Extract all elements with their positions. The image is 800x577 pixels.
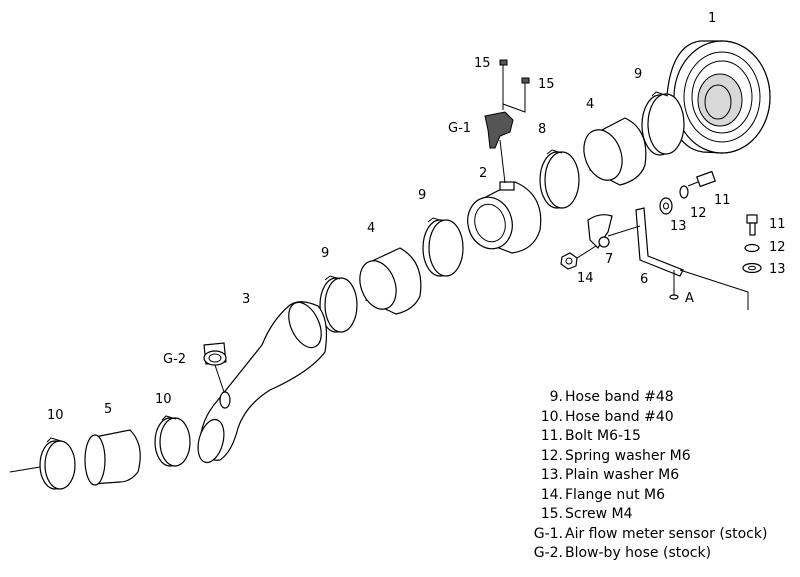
hose-band-8 [539,149,580,209]
callout-4-lower: 4 [367,221,375,236]
hose-band-10-left [9,437,76,490]
legend-row: G-2.Blow-by hose (stock) [528,544,796,564]
callout-12-lower: 12 [769,240,786,255]
legend-row: 9.Hose band #48 [528,388,796,408]
callout-15-a: 15 [474,56,491,71]
blow-by-hose-g2 [203,342,227,393]
legend-part-description: Hose band #48 [565,389,674,405]
legend-part-description: Flange nut M6 [565,486,666,503]
callout-1: 1 [708,11,716,26]
bolt-11-upper [687,170,716,188]
callout-10-left: 10 [47,408,64,423]
spring-washer-12-lower [744,243,760,253]
callout-g2: G-2 [163,352,186,367]
legend-part-number: 10. [540,408,563,425]
airflow-sensor-g1 [484,70,526,184]
callout-6: 6 [640,272,648,287]
plain-washer-13-upper [659,197,673,215]
legend-row: 10.Hose band #40 [528,408,796,428]
legend-row: 15.Screw M4 [528,505,796,525]
legend-part-number: 13. [540,467,563,483]
callout-15-b: 15 [538,77,555,92]
legend-part-description: Hose band #40 [565,408,674,425]
legend-part-description: Plain washer M6 [565,467,680,483]
legend-row: 14.Flange nut M6 [528,486,796,506]
callout-a: A [685,291,694,306]
legend-part-description: Screw M4 [565,506,633,522]
legend-part-description: Spring washer M6 [565,447,691,464]
hose-band-9-middle [422,217,464,277]
legend-part-description: Air flow meter sensor (stock) [565,525,768,542]
meter-body-2 [467,181,542,254]
hose-band-9-top [641,91,685,156]
legend-part-description: Bolt M6-15 [565,428,641,444]
callout-9-middle: 9 [418,188,426,203]
legend-part-number: 9. [549,389,563,405]
callout-10-right: 10 [155,392,172,407]
bracket-6 [635,207,749,310]
callout-2: 2 [479,166,487,181]
sleeve-4-lower [359,247,422,315]
callout-4-upper: 4 [586,97,594,112]
callout-5: 5 [104,402,112,417]
hose-band-9-lower [319,275,358,333]
callout-13-lower: 13 [769,262,786,277]
legend-part-number: G-2. [533,545,563,561]
legend-part-number: 15. [540,506,563,522]
flange-nut-14 [560,245,597,270]
spring-washer-12-upper [679,185,689,199]
callout-8: 8 [538,122,546,137]
legend-part-number: 12. [540,447,563,464]
plain-washer-13-lower [742,262,762,274]
legend-part-number: 14. [540,486,563,503]
callout-11-upper: 11 [714,193,731,208]
legend-row: G-1.Air flow meter sensor (stock) [528,525,796,545]
legend-part-number: 11. [540,428,563,444]
sleeve-5 [84,429,141,486]
legend-part-description: Blow-by hose (stock) [565,545,712,561]
legend-row: 13.Plain washer M6 [528,466,796,486]
callout-7: 7 [605,252,613,267]
callout-14: 14 [577,271,594,286]
sleeve-4-upper [583,117,647,186]
bolt-11-lower [746,214,758,236]
callout-11-lower: 11 [769,217,786,232]
legend-row: 11.Bolt M6-15 [528,427,796,447]
callout-13-upper: 13 [670,219,687,234]
stay-7 [587,214,641,250]
screw-15-a [499,59,508,72]
legend-row: 12.Spring washer M6 [528,447,796,467]
callout-g1: G-1 [448,121,471,136]
callout-9-lower: 9 [321,246,329,261]
callout-3: 3 [242,292,250,307]
callout-12-upper: 12 [690,206,707,221]
legend-part-number: G-1. [533,525,563,542]
callout-9-top: 9 [634,67,642,82]
hose-band-10-right [154,415,191,467]
screw-15-b [521,77,530,90]
bent-pipe-3 [197,301,328,464]
